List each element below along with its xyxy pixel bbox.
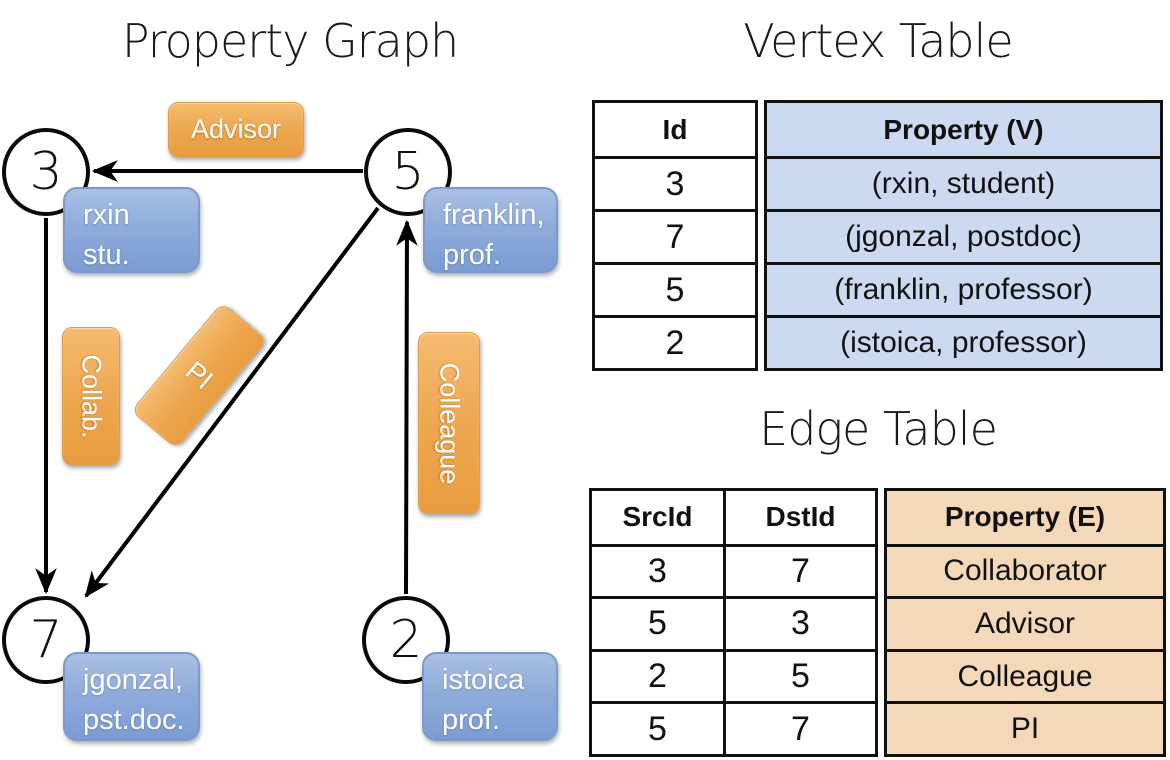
vertex-table-id-cell: 7 <box>595 209 755 262</box>
edge-table-property-cell: Colleague <box>887 648 1163 702</box>
vertex-table-property-cell: (istoica, professor) <box>767 315 1160 368</box>
vertex-property-box-5: franklin, prof. <box>423 187 558 273</box>
node-id-label: 7 <box>29 610 63 670</box>
node-id-label: 2 <box>389 610 423 670</box>
edge-table-property-cell: PI <box>887 701 1163 754</box>
property-graph-title: Property Graph <box>121 14 459 68</box>
property-line: prof. <box>443 239 502 272</box>
property-line: jgonzal, <box>83 664 183 696</box>
vertex-property-box-2: istoica prof. <box>422 652 558 741</box>
graph-node-5: 5 <box>364 128 452 216</box>
edge-table-src-header: SrcId <box>622 501 693 533</box>
vertex-table-title: Vertex Table <box>743 14 1013 68</box>
edge-label-text: PI <box>179 355 219 395</box>
edge-table-src-cell: 5 <box>592 701 723 754</box>
vertex-table-property-column: Property (V) (rxin, student) (jgonzal, p… <box>764 100 1163 371</box>
vertex-table-id-cell: 3 <box>595 156 755 209</box>
vertex-table-id-column: Id 3 7 5 2 <box>592 100 758 371</box>
property-line: istoica <box>442 664 525 696</box>
edge-table-src-cell: 5 <box>592 596 723 649</box>
graph-edges <box>35 160 418 598</box>
edge-table-dst-header: DstId <box>723 491 875 544</box>
edge-label-text: Collab. <box>76 353 107 439</box>
edge-table-property-cell: Collaborator <box>887 543 1163 597</box>
edge-table-dst-cell: 3 <box>723 596 875 649</box>
edge-colleague-2-to-5 <box>396 219 418 595</box>
edge-table-property-header: Property (E) <box>944 501 1106 533</box>
edge-table-property-cell: Advisor <box>887 596 1163 649</box>
vertex-table-id-cell: 2 <box>595 315 755 368</box>
edge-label-text: Colleague <box>434 362 465 484</box>
property-line: pst.doc. <box>83 704 185 737</box>
vertex-table-property-cell: (rxin, student) <box>767 156 1160 209</box>
node-id-label: 5 <box>391 142 425 202</box>
edge-table-property-column: Property (E) Collaborator Advisor Collea… <box>884 488 1166 757</box>
vertex-table-id-header: Id <box>662 113 688 145</box>
edge-pi-5-to-7 <box>84 206 380 598</box>
edge-table-src-cell: 3 <box>592 543 723 597</box>
edge-table-id-columns: SrcId DstId 3 7 5 3 2 5 5 7 <box>589 488 878 757</box>
property-line: prof. <box>442 704 501 737</box>
edge-table-dst-cell: 7 <box>723 543 875 597</box>
edge-label-advisor: Advisor <box>168 102 304 157</box>
edge-table-dst-cell: 5 <box>723 648 875 702</box>
vertex-table-property-header: Property (V) <box>883 113 1044 145</box>
graph-node-2: 2 <box>362 596 450 684</box>
property-line: rxin <box>83 199 130 231</box>
property-line: stu. <box>83 239 130 272</box>
edge-table-title: Edge Table <box>759 402 998 456</box>
vertex-table-property-cell: (jgonzal, postdoc) <box>767 209 1160 262</box>
edge-label-collab: Collab. <box>62 327 120 465</box>
edge-label-text: Advisor <box>190 114 282 144</box>
edge-table-src-cell: 2 <box>592 648 723 702</box>
vertex-property-box-3: rxin stu. <box>63 187 200 273</box>
vertex-property-box-7: jgonzal, pst.doc. <box>63 652 200 741</box>
vertex-table-property-cell: (franklin, professor) <box>767 262 1160 315</box>
edge-label-colleague: Colleague <box>418 332 480 514</box>
property-line: franklin, <box>443 199 545 231</box>
edge-table-dst-cell: 7 <box>723 701 875 754</box>
vertex-table-id-cell: 5 <box>595 262 755 315</box>
node-id-label: 3 <box>29 142 63 202</box>
